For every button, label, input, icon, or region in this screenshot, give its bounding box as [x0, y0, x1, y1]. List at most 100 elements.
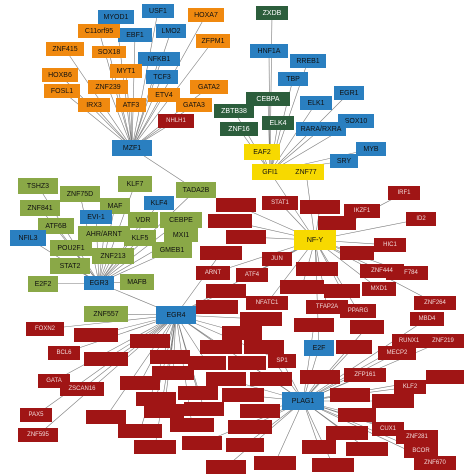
node-unlabeled[interactable] [182, 436, 222, 450]
node-unlabeled[interactable] [240, 312, 282, 326]
node-sry[interactable]: SRY [330, 154, 358, 168]
node-klf4[interactable]: KLF4 [144, 196, 174, 210]
node-gata2[interactable]: GATA2 [190, 80, 228, 94]
node-znf239[interactable]: ZNF239 [88, 80, 128, 94]
node-arnt[interactable]: ARNT [196, 266, 230, 280]
node-gfi1[interactable]: GFI1 [252, 164, 288, 180]
node-c11orf95[interactable]: C11orf95 [78, 24, 120, 38]
node-e2f2[interactable]: E2F2 [28, 276, 58, 292]
node-unlabeled[interactable] [178, 386, 218, 400]
node-elk1[interactable]: ELK1 [300, 96, 332, 110]
node-lmo2[interactable]: LMO2 [156, 24, 186, 38]
node-unlabeled[interactable] [338, 408, 376, 422]
node-unlabeled[interactable] [312, 458, 354, 472]
node-unlabeled[interactable] [136, 392, 176, 406]
node-myod1[interactable]: MYOD1 [98, 10, 134, 24]
node-cebpa[interactable]: CEBPA [246, 92, 290, 106]
node-unlabeled[interactable] [222, 326, 262, 340]
node-egr3[interactable]: EGR3 [84, 276, 114, 290]
node-tfap2a[interactable]: TFAP2A [306, 300, 348, 314]
node-ahr[interactable]: AHR/ARNT [78, 226, 130, 242]
node-jun[interactable]: JUN [262, 252, 292, 266]
node-zbtb[interactable]: ZBTB38 [214, 104, 254, 118]
node-elk4[interactable]: ELK4 [262, 116, 294, 130]
node-znf75d[interactable]: ZNF75D [60, 186, 100, 202]
node-znf281[interactable]: ZNF281 [396, 430, 438, 444]
node-unlabeled[interactable] [330, 388, 370, 402]
node-unlabeled[interactable] [216, 198, 256, 212]
node-unlabeled[interactable] [208, 214, 252, 228]
node-unlabeled[interactable] [240, 404, 280, 418]
node-vdr[interactable]: VDR [128, 212, 158, 228]
node-atf4[interactable]: ATF4 [236, 268, 268, 282]
node-znf595[interactable]: ZNF595 [18, 428, 58, 442]
node-znf219[interactable]: ZNF219 [422, 334, 464, 348]
node-zxdb[interactable]: ZXDB [256, 6, 288, 20]
node-unlabeled[interactable] [372, 394, 414, 408]
node-unlabeled[interactable] [226, 230, 266, 244]
node-mecp2[interactable]: MECP2 [378, 346, 416, 360]
node-unlabeled[interactable] [324, 284, 360, 298]
node-unlabeled[interactable] [120, 376, 160, 390]
node-foxn2[interactable]: FOXN2 [26, 322, 64, 336]
node-sp1[interactable]: SP1 [268, 354, 296, 368]
node-unlabeled[interactable] [200, 246, 242, 260]
node-klf7[interactable]: KLF7 [118, 176, 152, 192]
node-myt1[interactable]: MYT1 [110, 64, 142, 78]
node-eaf2[interactable]: EAF2 [244, 144, 280, 160]
node-etv4[interactable]: ETV4 [148, 88, 180, 102]
node-mxd1[interactable]: MXD1 [362, 282, 396, 296]
node-sox18[interactable]: SOX18 [92, 46, 126, 58]
node-tcf3[interactable]: TCF3 [146, 70, 178, 84]
node-klf5[interactable]: KLF5 [124, 230, 156, 246]
node-znf213[interactable]: ZNF213 [92, 248, 134, 264]
node-unlabeled[interactable] [254, 456, 296, 470]
node-pou2f1[interactable]: POU2F1 [50, 240, 92, 256]
node-unlabeled[interactable] [318, 216, 356, 230]
node-unlabeled[interactable] [300, 200, 340, 214]
node-unlabeled[interactable] [184, 402, 224, 416]
node-unlabeled[interactable] [228, 356, 266, 370]
node-unlabeled[interactable] [426, 370, 464, 384]
node-zscan16[interactable]: ZSCAN16 [60, 382, 104, 396]
node-znf841[interactable]: ZNF841 [20, 200, 60, 216]
node-znf264[interactable]: ZNF264 [414, 296, 456, 310]
node-klf2[interactable]: KLF2 [394, 380, 426, 394]
node-mzf1[interactable]: MZF1 [112, 140, 152, 156]
node-e2f[interactable]: E2F [304, 340, 334, 356]
node-hoxa7[interactable]: HOXA7 [188, 8, 224, 22]
node-id2[interactable]: ID2 [406, 212, 436, 226]
node-egr1[interactable]: EGR1 [334, 86, 364, 100]
node-unlabeled[interactable] [118, 424, 162, 438]
node-unlabeled[interactable] [300, 370, 340, 384]
node-hoxb6[interactable]: HOXB6 [42, 68, 78, 82]
node-unlabeled[interactable] [206, 284, 246, 298]
node-evi1[interactable]: EVI-1 [80, 210, 112, 224]
node-unlabeled[interactable] [228, 420, 272, 434]
node-tshz3[interactable]: TSHZ3 [18, 178, 58, 194]
node-mbd4[interactable]: MBD4 [410, 312, 444, 326]
node-zfpm1[interactable]: ZFPM1 [196, 34, 230, 48]
node-pparg[interactable]: PPARG [340, 304, 376, 318]
node-mxi1[interactable]: MXI1 [164, 228, 198, 242]
node-unlabeled[interactable] [294, 318, 334, 332]
node-unlabeled[interactable] [200, 340, 242, 354]
node-unlabeled[interactable] [302, 440, 336, 454]
node-unlabeled[interactable] [130, 334, 170, 348]
node-nfkb1[interactable]: NFKB1 [138, 52, 180, 66]
node-rara[interactable]: RARA/RXRA [296, 122, 346, 136]
node-nhlh1[interactable]: NHLH1 [158, 114, 194, 128]
node-unlabeled[interactable] [196, 300, 238, 314]
node-znf557[interactable]: ZNF557 [84, 306, 128, 322]
node-unlabeled[interactable] [206, 460, 246, 474]
node-znf444[interactable]: ZNF444 [360, 264, 404, 278]
node-gmeb1[interactable]: GMEB1 [152, 242, 192, 258]
node-znf415[interactable]: ZNF415 [46, 42, 84, 56]
node-egr4[interactable]: EGR4 [156, 306, 196, 324]
node-cux1[interactable]: CUX1 [372, 422, 404, 436]
node-unlabeled[interactable] [244, 340, 284, 354]
node-unlabeled[interactable] [346, 442, 388, 456]
node-mafb[interactable]: MAFB [120, 274, 154, 290]
node-unlabeled[interactable] [326, 426, 368, 440]
node-cebpe[interactable]: CEBPE [160, 212, 202, 228]
